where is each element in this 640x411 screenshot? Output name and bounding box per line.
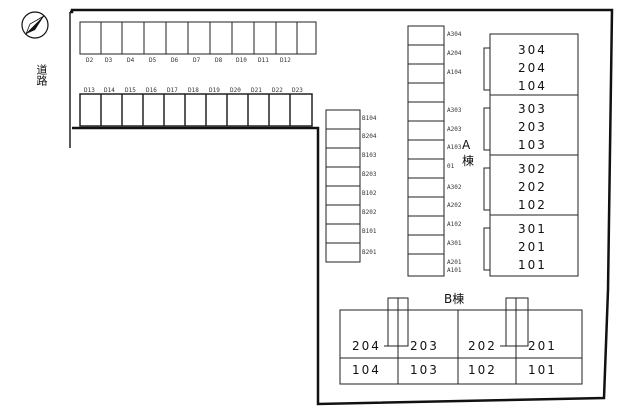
parking-label: B102 xyxy=(362,190,377,197)
parking-label: B203 xyxy=(362,171,377,178)
building-a-title-letter: A xyxy=(462,138,471,152)
road-label: 道路 xyxy=(35,64,48,86)
unit-label: 201 xyxy=(528,339,557,353)
unit-label: 202 xyxy=(518,180,547,194)
parking-label: D23 xyxy=(292,87,303,94)
parking-label: A302 xyxy=(447,184,462,191)
unit-label: 201 xyxy=(518,240,547,254)
parking-row-top xyxy=(79,21,317,55)
parking-label: D12 xyxy=(280,57,291,64)
parking-label: D5 xyxy=(149,57,157,64)
north-arrow-icon xyxy=(20,10,50,40)
parking-label: B204 xyxy=(362,133,377,140)
parking-label: D14 xyxy=(104,87,115,94)
parking-label: A303 xyxy=(447,107,462,114)
unit-label: 102 xyxy=(468,363,497,377)
unit-label: 301 xyxy=(518,222,547,236)
parking-label: D4 xyxy=(127,57,135,64)
parking-label: A202 xyxy=(447,202,462,209)
unit-label: 101 xyxy=(518,258,547,272)
parking-label: A103 xyxy=(447,144,462,151)
parking-label: A201 xyxy=(447,259,462,266)
unit-label: 204 xyxy=(518,61,547,75)
parking-label: D21 xyxy=(251,87,262,94)
parking-label: A102 xyxy=(447,221,462,228)
unit-label: 104 xyxy=(352,363,381,377)
unit-label: 304 xyxy=(518,43,547,57)
parking-label: D8 xyxy=(215,57,223,64)
parking-label: A304 xyxy=(447,31,462,38)
parking-label: D2 xyxy=(86,57,94,64)
unit-label: 103 xyxy=(518,138,547,152)
parking-label: B104 xyxy=(362,115,377,122)
parking-label: D22 xyxy=(272,87,283,94)
parking-label: B202 xyxy=(362,209,377,216)
parking-label: B103 xyxy=(362,152,377,159)
unit-label: 203 xyxy=(518,120,547,134)
parking-label: D7 xyxy=(193,57,201,64)
parking-label: 01 xyxy=(447,163,455,170)
building-b-title: B棟 xyxy=(444,292,465,306)
unit-label: 103 xyxy=(410,363,439,377)
unit-label: 101 xyxy=(528,363,557,377)
parking-column-a xyxy=(407,25,445,277)
unit-label: 203 xyxy=(410,339,439,353)
parking-row-middle xyxy=(79,93,313,127)
parking-label: D6 xyxy=(171,57,179,64)
parking-label: B101 xyxy=(362,228,377,235)
parking-label: D11 xyxy=(258,57,269,64)
building-a-outline xyxy=(483,33,579,277)
unit-label: 104 xyxy=(518,79,547,93)
parking-label: D15 xyxy=(125,87,136,94)
unit-label: 102 xyxy=(518,198,547,212)
parking-label: A301 xyxy=(447,240,462,247)
parking-label: D10 xyxy=(236,57,247,64)
parking-label: A101 xyxy=(447,267,462,274)
parking-label: D16 xyxy=(146,87,157,94)
unit-label: 202 xyxy=(468,339,497,353)
parking-label: D20 xyxy=(230,87,241,94)
parking-label: D19 xyxy=(209,87,220,94)
parking-label: A203 xyxy=(447,126,462,133)
parking-label: B201 xyxy=(362,249,377,256)
unit-label: 303 xyxy=(518,102,547,116)
parking-label: D13 xyxy=(84,87,95,94)
building-b-outline xyxy=(339,297,583,385)
parking-label: D18 xyxy=(188,87,199,94)
parking-label: D3 xyxy=(105,57,113,64)
building-a-title-kanji: 棟 xyxy=(462,154,475,168)
parking-label: A104 xyxy=(447,69,462,76)
parking-label: D17 xyxy=(167,87,178,94)
unit-label: 204 xyxy=(352,339,381,353)
parking-label: A204 xyxy=(447,50,462,57)
unit-label: 302 xyxy=(518,162,547,176)
parking-column-b xyxy=(325,109,361,263)
